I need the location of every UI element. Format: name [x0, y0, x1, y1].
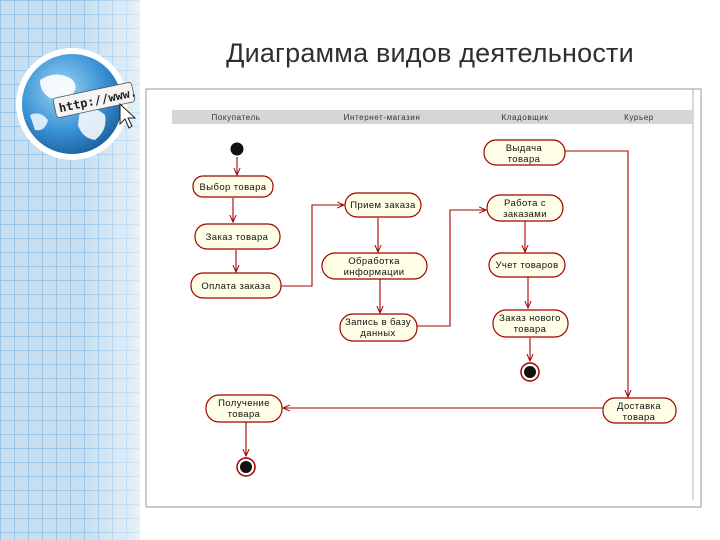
svg-text:Учет товаров: Учет товаров [495, 260, 558, 271]
lane-header-storekeeper: Кладовщик [501, 113, 548, 122]
lane-header-shop: Интернет-магазин [344, 113, 421, 122]
slide-title: Диаграмма видов деятельности [226, 38, 634, 68]
activity-priem-zakaza: Прием заказа [344, 192, 422, 218]
globe-icon: http://www. [16, 48, 138, 160]
svg-text:Прием заказа: Прием заказа [350, 200, 416, 211]
activity-vybor-tovara: Выбор товара [192, 175, 274, 198]
activity-zakaz-tovara: Заказ товара [194, 223, 281, 250]
activity-oplata-zakaza: Оплата заказа [190, 272, 282, 299]
svg-text:Выбор товара: Выбор товара [200, 182, 267, 193]
lane-header-courier: Курьер [624, 113, 654, 122]
svg-text:Оплата заказа: Оплата заказа [201, 281, 271, 292]
svg-text:Заказ товара: Заказ товара [206, 232, 269, 243]
swimlane-header-bar [172, 110, 693, 124]
lane-header-buyer: Покупатель [212, 113, 261, 122]
activity-uchet-tovarov: Учет товаров [488, 252, 566, 278]
start-node [230, 142, 244, 156]
